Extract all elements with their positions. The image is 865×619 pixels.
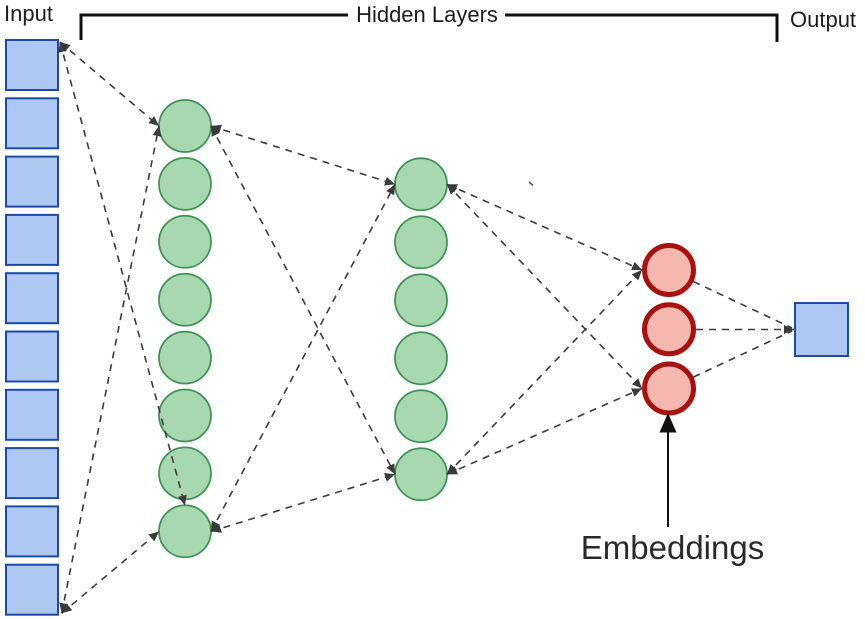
embeddings-arrowhead [659,413,677,433]
hidden2-node [394,157,448,212]
output-layer-label: Output [790,7,857,32]
hidden2-node [394,273,448,328]
output-node [794,302,849,357]
input-node [5,155,59,208]
connection-line [446,183,643,390]
connection-line [210,183,396,532]
stray-mark [528,181,534,187]
hidden1-node [158,157,212,211]
input-node [5,39,59,91]
connection-line [446,183,643,271]
hidden-layers-label: Hidden Layers [356,2,498,27]
hidden1-node [158,388,212,443]
connection-line [210,473,396,533]
input-node [5,272,59,325]
input-layer-label: Input [4,1,53,26]
input-node [5,213,59,266]
connection-line [693,330,793,378]
hidden2-node [394,389,448,444]
connection-line [210,124,396,186]
embedding-node [642,361,696,416]
embedding-node [642,243,696,297]
hidden1-node [158,214,212,269]
connection-line [59,125,162,614]
hidden-layers-bracket [79,13,779,42]
hidden2-node [394,331,448,386]
connection-line [446,387,643,476]
hidden1-node [158,272,212,327]
input-node [5,330,59,383]
input-node [5,97,59,150]
hidden2-node [394,447,448,502]
input-node [5,447,59,500]
hidden2-node [394,215,448,270]
hidden1-node [158,504,212,559]
input-node [5,505,59,558]
hidden1-node [158,330,212,385]
hidden1-node [158,446,212,501]
connection-line [693,280,793,329]
connection-line [446,269,643,475]
embeddings-label: Embeddings [580,529,765,566]
input-node [5,563,59,616]
connection-line [210,125,396,475]
connection-line [61,530,160,614]
hidden1-node [158,99,212,153]
embedding-node [642,302,696,357]
connection-line [59,41,160,127]
input-node [5,388,59,441]
